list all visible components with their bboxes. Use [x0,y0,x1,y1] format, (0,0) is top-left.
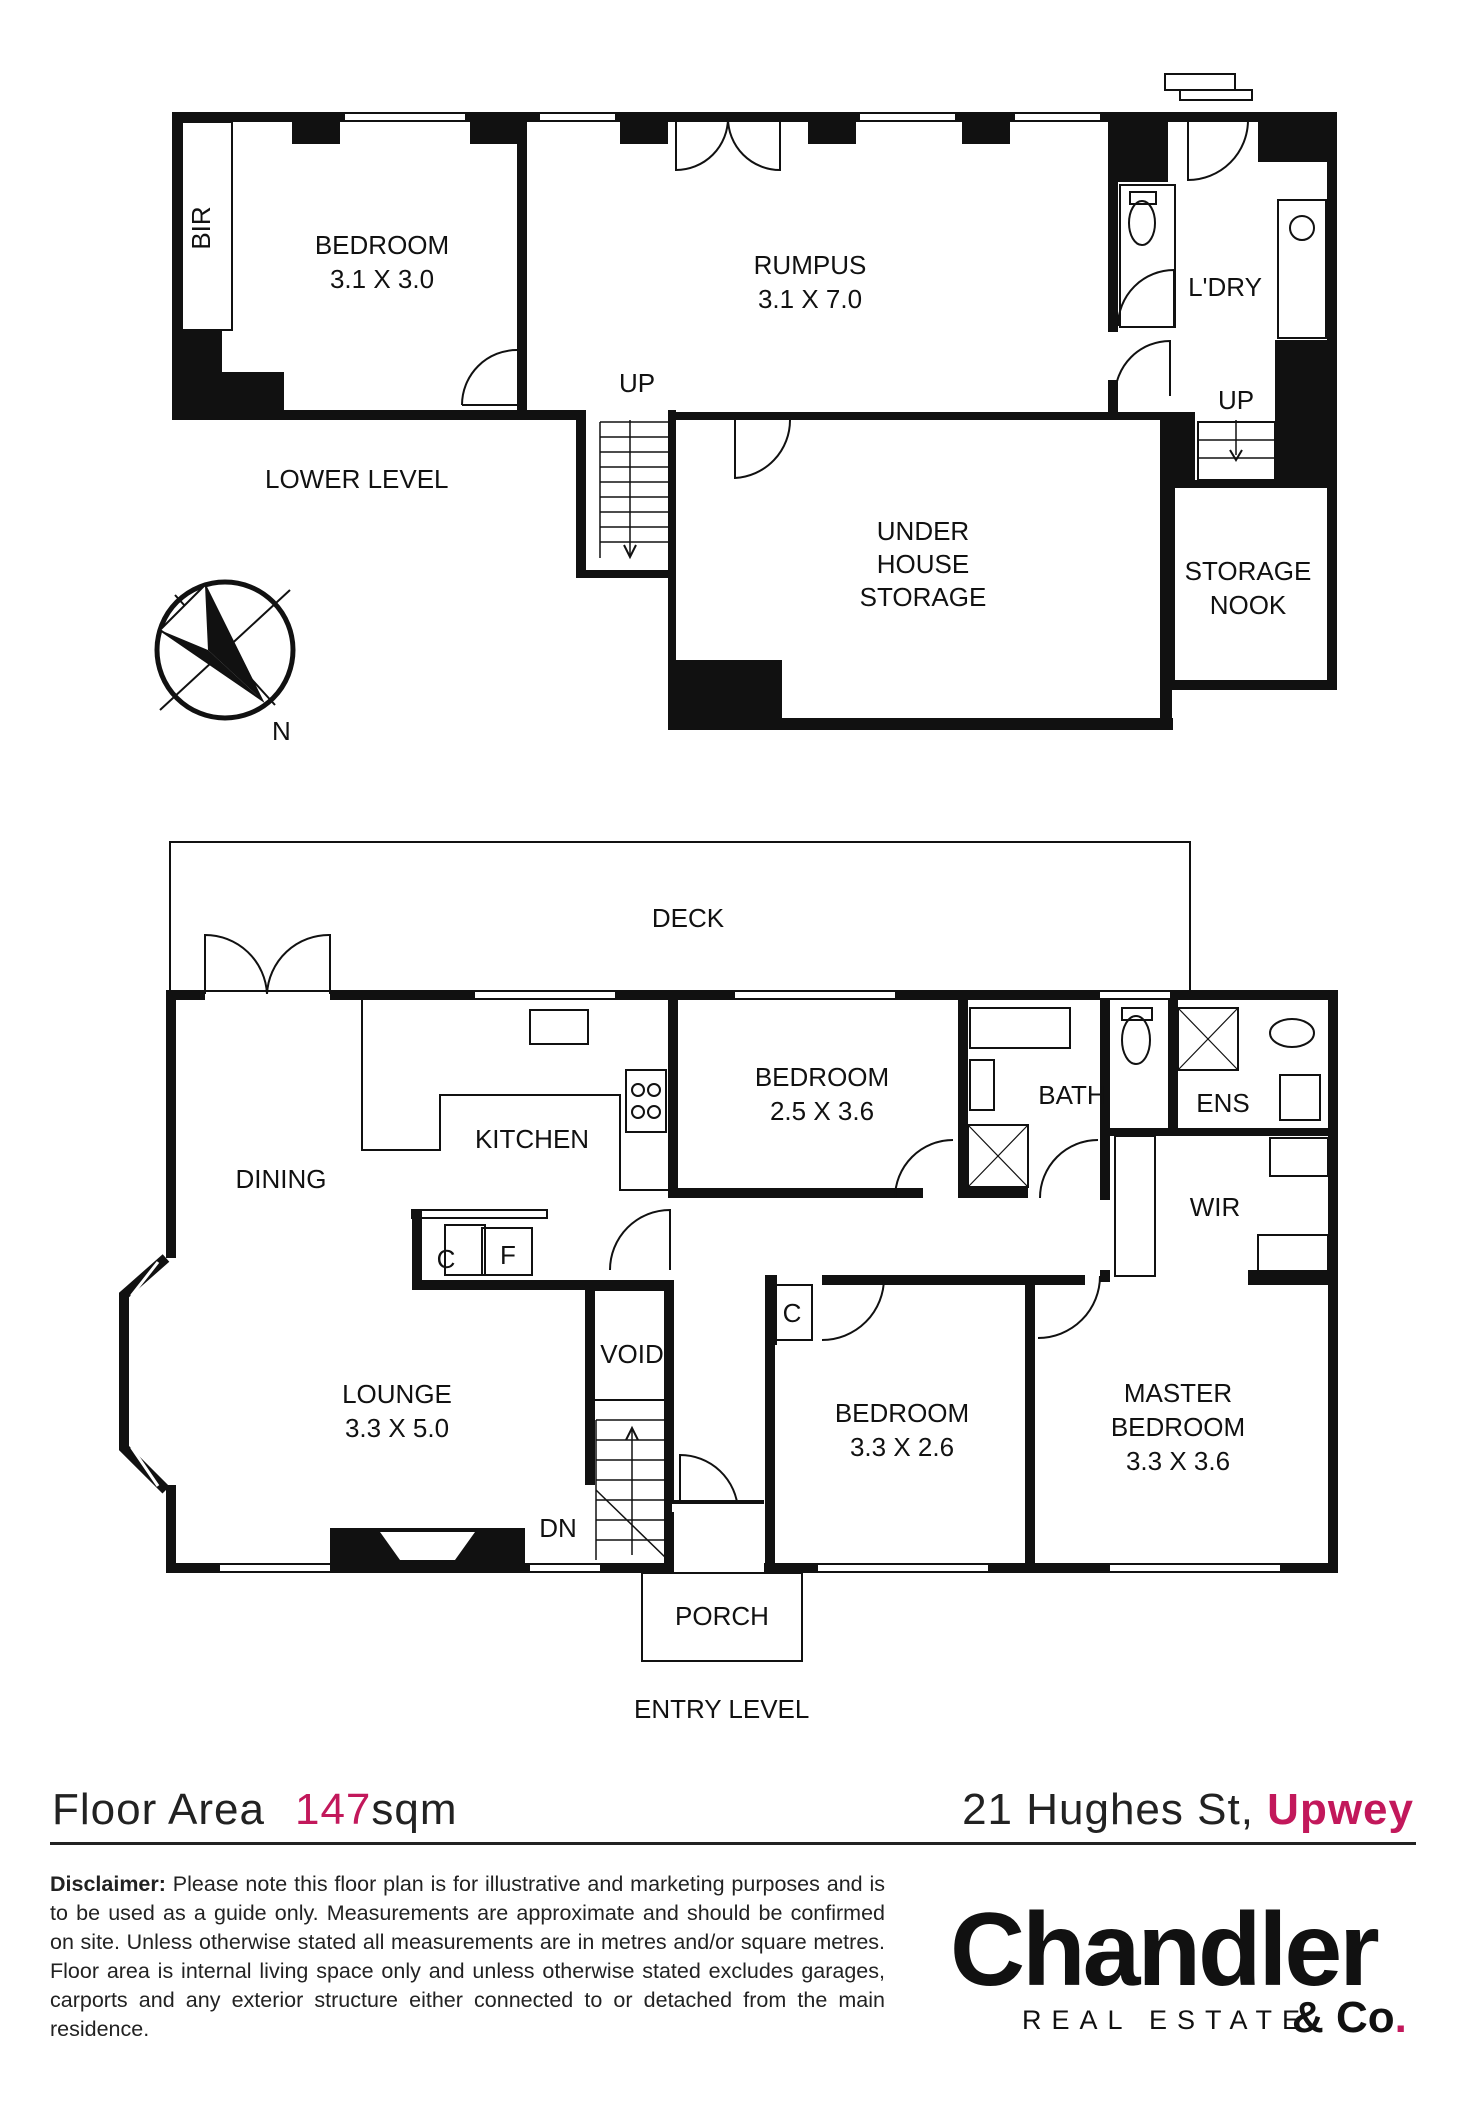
bedroom-entry-name: BEDROOM [755,1062,889,1092]
footer-divider [50,1842,1416,1845]
disclaimer-text: Please note this floor plan is for illus… [50,1872,885,2041]
entry-level-label: ENTRY LEVEL [634,1694,809,1724]
master-size: 3.3 X 3.6 [1126,1446,1230,1476]
address-street: 21 Hughes St, [962,1785,1254,1834]
bir-label: BIR [186,206,216,249]
bedroom-lower-name: BEDROOM [315,230,449,260]
lounge-size: 3.3 X 5.0 [345,1413,449,1443]
lounge-name: LOUNGE [342,1379,452,1409]
floor-area-label: Floor Area [52,1785,265,1834]
brand-name: Chandler [950,1892,1380,2008]
floor-area-value: 147 [294,1785,372,1834]
deck-label: DECK [652,903,725,933]
brand-co-text: & Co [1292,1993,1395,2042]
brand-dot: . [1394,1993,1407,2042]
disclaimer: Disclaimer: Please note this floor plan … [50,1870,885,2044]
compass-north-label: N [272,716,291,746]
brand-subtitle: REAL ESTATE [1022,2005,1311,2035]
porch-label: PORCH [675,1601,769,1631]
void-label: VOID [600,1339,664,1369]
bedroom2-size: 3.3 X 2.6 [850,1432,954,1462]
address-suburb: Upwey [1267,1785,1414,1834]
kitchen-label: KITCHEN [475,1124,589,1154]
lower-stairs [599,420,668,560]
compass-icon: N [154,579,296,746]
master-line1: MASTER [1124,1378,1232,1408]
lower-level-plan: BIR BEDROOM 3.1 X 3.0 RUMPUS 3.1 X 7.0 L… [172,73,1337,730]
rumpus-name: RUMPUS [754,250,867,280]
fridge-label: F [500,1240,516,1270]
master-line2: BEDROOM [1111,1412,1245,1442]
stairs-up-label: UP [619,368,655,398]
storage-line1: UNDER [877,516,969,546]
laundry-up-label: UP [1218,385,1254,415]
stairs-down-label: DN [539,1513,577,1543]
brand-logo: Chandler REAL ESTATE & Co. [950,1895,1420,2055]
bedroom-entry-size: 2.5 X 3.6 [770,1096,874,1126]
bedroom-lower-size: 3.1 X 3.0 [330,264,434,294]
floor-area: Floor Area 147sqm [52,1785,458,1835]
cupboard2-label: C [783,1298,802,1328]
storage-line3: STORAGE [860,582,987,612]
rumpus-size: 3.1 X 7.0 [758,284,862,314]
lower-level-label: LOWER LEVEL [265,464,449,494]
entry-stairs [595,1419,669,1561]
floor-area-unit: sqm [371,1785,458,1834]
ensuite-label: ENS [1196,1088,1249,1118]
laundry-label: L'DRY [1188,272,1262,302]
dining-label: DINING [236,1164,327,1194]
nook-line1: STORAGE [1185,556,1312,586]
entry-level-plan: DECK DINING KITCHEN BEDROOM 2.5 X 3.6 BA… [119,841,1338,1724]
nook-line2: NOOK [1210,590,1287,620]
disclaimer-title: Disclaimer: [50,1872,166,1896]
address: 21 Hughes St, Upwey [962,1785,1414,1835]
cupboard-label: C [437,1244,456,1274]
storage-line2: HOUSE [877,549,969,579]
wir-label: WIR [1190,1192,1241,1222]
bedroom2-name: BEDROOM [835,1398,969,1428]
bath-label: BATH [1038,1080,1105,1110]
brand-co: & Co. [1292,1993,1407,2043]
